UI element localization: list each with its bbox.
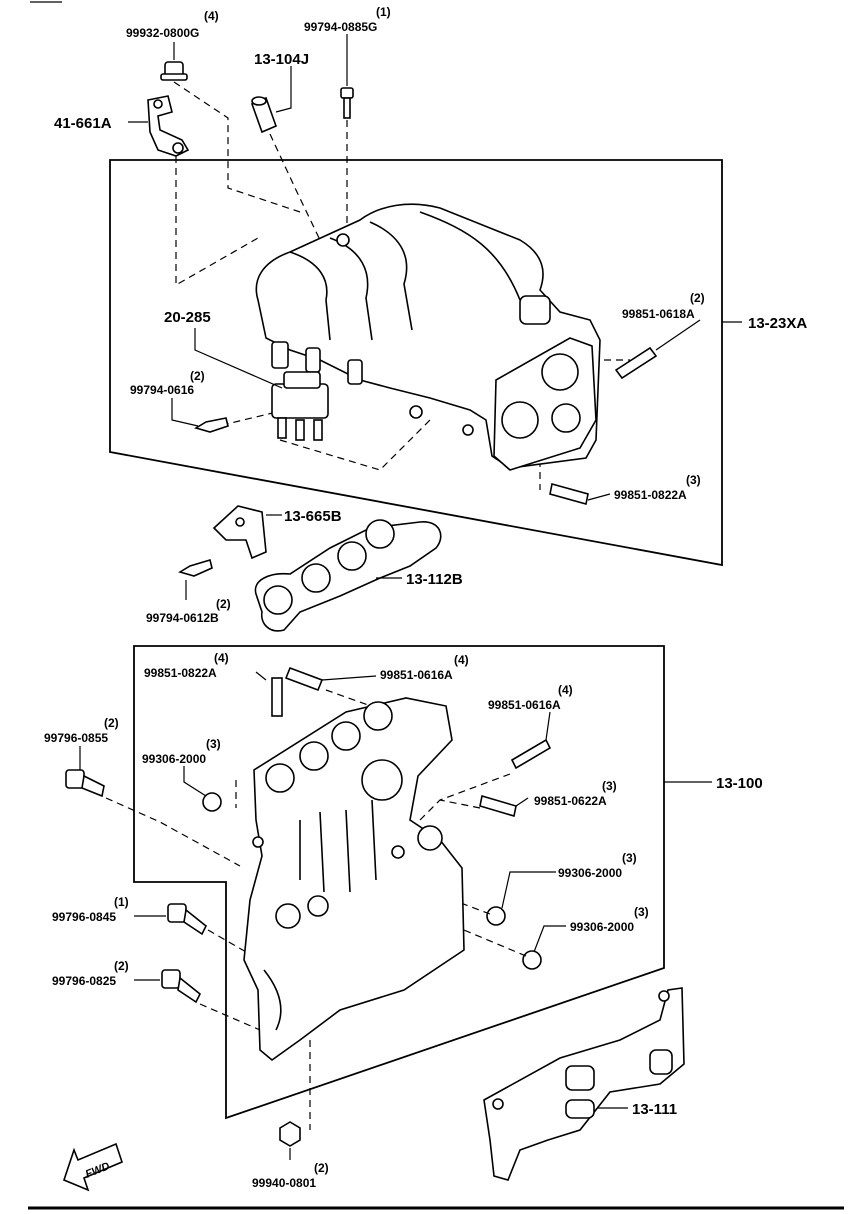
gasket-13-111[interactable] — [483, 987, 685, 1181]
label-99796-0855[interactable]: 99796-0855 — [44, 731, 108, 745]
label-99932-0800G[interactable]: 99932-0800G — [126, 26, 199, 40]
plug-99306-2000-a[interactable] — [202, 792, 222, 812]
label-99794-0616[interactable]: 99794-0616 — [130, 383, 194, 397]
label-99306-2000-a[interactable]: 99306-2000 — [142, 752, 206, 766]
stud-99851-0822A-top[interactable] — [549, 482, 589, 506]
qty-99796-0845: (1) — [114, 895, 129, 909]
intake-plenum-13-23XA[interactable] — [255, 203, 601, 471]
stud-99851-0618A[interactable] — [614, 346, 658, 380]
lower-intake-manifold-13-100[interactable] — [243, 697, 465, 1062]
qty-99306-2000-a: (3) — [206, 737, 221, 751]
label-13-23XA[interactable]: 13-23XA — [748, 315, 807, 332]
qty-99851-0822A-lower: (4) — [214, 651, 229, 665]
label-99851-0822A-top[interactable]: 99851-0822A — [614, 488, 687, 502]
label-13-100[interactable]: 13-100 — [716, 775, 763, 792]
bolt-99796-0825[interactable] — [161, 969, 202, 1004]
fwd-arrow-icon: FWD — [63, 1142, 123, 1192]
hose-13-104J[interactable] — [250, 96, 278, 134]
qty-99794-0612B: (2) — [216, 597, 231, 611]
nut-99940-0801[interactable] — [279, 1121, 301, 1147]
label-20-285[interactable]: 20-285 — [164, 309, 211, 326]
label-99851-0622A[interactable]: 99851-0622A — [534, 794, 607, 808]
plug-99306-2000-c[interactable] — [522, 950, 542, 970]
label-99940-0801[interactable]: 99940-0801 — [252, 1176, 316, 1190]
bolt-99796-0855[interactable] — [65, 769, 105, 798]
plug-99306-2000-b[interactable] — [486, 906, 506, 926]
qty-99851-0822A-top: (3) — [686, 473, 701, 487]
stud-99851-0622A[interactable] — [479, 794, 517, 818]
bolt-99796-0845[interactable] — [167, 903, 208, 936]
label-99306-2000-b[interactable]: 99306-2000 — [558, 866, 622, 880]
stud-99851-0616A-a[interactable] — [284, 666, 324, 692]
label-41-661A[interactable]: 41-661A — [54, 115, 112, 132]
sensor-20-285[interactable] — [271, 371, 329, 441]
qty-99794-0885G: (1) — [376, 5, 391, 19]
qty-99796-0825: (2) — [114, 959, 129, 973]
label-99794-0612B[interactable]: 99794-0612B — [146, 611, 219, 625]
qty-99932-0800G: (4) — [204, 9, 219, 23]
label-99796-0845[interactable]: 99796-0845 — [52, 910, 116, 924]
lower-assembly-frame — [133, 645, 665, 1120]
upper-assembly-frame — [109, 159, 723, 567]
label-13-104J[interactable]: 13-104J — [254, 51, 309, 68]
label-99796-0825[interactable]: 99796-0825 — [52, 974, 116, 988]
bolt-99794-0885G[interactable] — [340, 87, 354, 119]
label-13-665B[interactable]: 13-665B — [284, 508, 342, 525]
qty-99306-2000-b: (3) — [622, 851, 637, 865]
label-13-112B[interactable]: 13-112B — [406, 571, 463, 588]
qty-99851-0616A-a: (4) — [454, 653, 469, 667]
stud-99851-0822A-lower[interactable] — [271, 677, 283, 717]
bracket-13-665B[interactable] — [212, 505, 267, 560]
qty-99851-0622A: (3) — [602, 779, 617, 793]
qty-99306-2000-c: (3) — [634, 905, 649, 919]
qty-99796-0855: (2) — [104, 716, 119, 730]
qty-99851-0618A: (2) — [690, 291, 705, 305]
stud-99851-0616A-b[interactable] — [510, 738, 552, 770]
label-99306-2000-c[interactable]: 99306-2000 — [570, 920, 634, 934]
label-99851-0616A-a[interactable]: 99851-0616A — [380, 668, 453, 682]
qty-99851-0616A-b: (4) — [558, 683, 573, 697]
bolt-99932-0800G[interactable] — [160, 61, 188, 81]
bracket-41-661A[interactable] — [147, 95, 190, 157]
label-99794-0885G[interactable]: 99794-0885G — [304, 20, 377, 34]
bolt-99794-0616[interactable] — [194, 417, 229, 433]
label-99851-0822A-lower[interactable]: 99851-0822A — [144, 666, 217, 680]
qty-99940-0801: (2) — [314, 1161, 329, 1175]
bolt-99794-0612B[interactable] — [178, 558, 213, 577]
label-99851-0618A[interactable]: 99851-0618A — [622, 307, 695, 321]
label-99851-0616A-b[interactable]: 99851-0616A — [488, 698, 561, 712]
gasket-13-112B[interactable] — [254, 519, 442, 632]
qty-99794-0616: (2) — [190, 369, 205, 383]
label-13-111[interactable]: 13-111 — [632, 1101, 677, 1118]
